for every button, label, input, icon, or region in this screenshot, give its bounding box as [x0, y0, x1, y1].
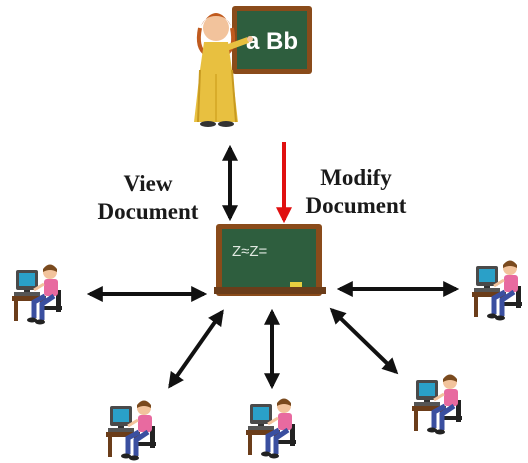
student-computer-icon [106, 401, 156, 461]
center-board-text: Z≈Z= [232, 243, 268, 260]
modify-label-line2: Document [305, 193, 407, 218]
arrow-lower-right [329, 307, 399, 375]
modify-document-label: Modify Document [294, 164, 418, 220]
view-document-label: View Document [86, 170, 210, 226]
teacher-icon: a Bb [194, 6, 312, 127]
student-computer-icon [246, 399, 296, 459]
modify-label-line1: Modify [320, 165, 392, 190]
student-computer-icon [472, 261, 522, 321]
teacher-board-text: a Bb [246, 28, 298, 55]
view-label-line2: Document [97, 199, 199, 224]
chalkboard-icon: Z≈Z= [214, 224, 326, 296]
arrow-lower-left [168, 309, 224, 389]
student-computer-icon [12, 265, 62, 325]
student-computer-icon [412, 375, 462, 435]
view-label-line1: View [123, 171, 173, 196]
connection-arrows [86, 281, 460, 390]
